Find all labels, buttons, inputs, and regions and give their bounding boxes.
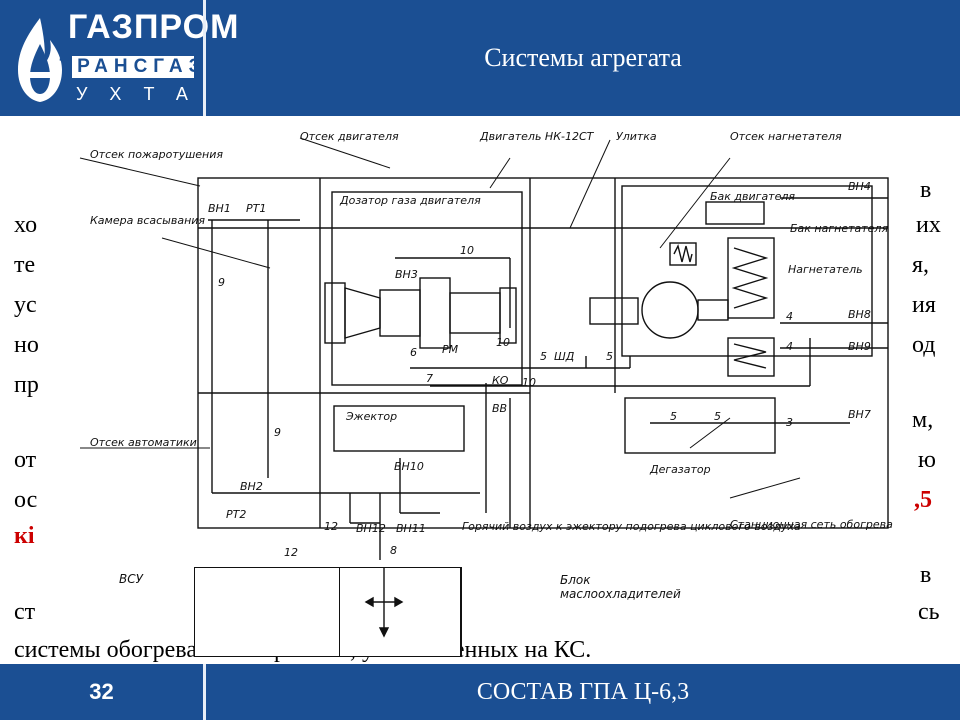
text-fragment: ю bbox=[918, 447, 936, 473]
valve-label: ВН4 bbox=[848, 180, 871, 193]
label-snail: Улитка bbox=[616, 130, 657, 143]
text-fragment: сь bbox=[918, 599, 940, 625]
pipe-number: 5 bbox=[670, 410, 677, 423]
valve-label: РТ2 bbox=[226, 508, 246, 521]
logo-name: ГАЗПРОМ bbox=[68, 8, 240, 46]
label-tank-blower: Бак нагнетателя bbox=[790, 222, 888, 235]
label-tank-engine: Бак двигателя bbox=[710, 190, 795, 203]
valve-label: ВН8 bbox=[848, 308, 871, 321]
text-fragment: я, bbox=[912, 252, 930, 278]
valve-label: ВН1 bbox=[208, 202, 231, 215]
pipe-number: 8 bbox=[390, 544, 397, 557]
header-bar: ГАЗПРОМ ТРАНСГАЗ УХТА Системы агрегата bbox=[0, 0, 960, 116]
label-engine-compartment: Отсек двигателя bbox=[300, 130, 399, 143]
valve-label: ВН12 bbox=[356, 522, 386, 535]
pipe-number: 3 bbox=[786, 416, 793, 429]
pipe-number: 12 bbox=[324, 520, 338, 533]
pipe-number: 5 bbox=[606, 350, 613, 363]
text-fragment: ос bbox=[14, 487, 38, 513]
oil-cooler-box bbox=[339, 567, 461, 657]
valve-label: ВВ bbox=[492, 402, 507, 415]
pipe-number: 4 bbox=[786, 340, 793, 353]
label-degasser: Дегазатор bbox=[649, 463, 711, 476]
text-fragment: ус bbox=[14, 292, 37, 318]
footer-divider bbox=[203, 664, 206, 720]
text-fragment: в bbox=[920, 177, 932, 203]
pipe-number: 9 bbox=[274, 426, 281, 439]
text-fragment: пр bbox=[14, 372, 39, 398]
logo-city: УХТА bbox=[76, 84, 210, 104]
text-fragment: в bbox=[920, 562, 932, 588]
valve-label: ВН11 bbox=[396, 522, 426, 535]
label-intake-chamber: Камера всасывания bbox=[90, 214, 205, 227]
text-fragment: их bbox=[916, 212, 941, 238]
text-fragment: м, bbox=[912, 407, 934, 433]
company-logo: ГАЗПРОМ ТРАНСГАЗ УХТА bbox=[0, 0, 238, 116]
valve-label: РМ bbox=[442, 343, 459, 356]
slide-title: Системы агрегата bbox=[484, 43, 682, 72]
pipe-number: 10 bbox=[496, 336, 510, 349]
gazprom-flame-icon bbox=[18, 18, 62, 102]
text-fragment: ия bbox=[912, 292, 936, 318]
header-divider bbox=[203, 0, 206, 116]
label-hot-air: Горячий воздух к эжектору подогрева цикл… bbox=[462, 520, 801, 533]
pipe-number: 12 bbox=[284, 546, 298, 559]
page-number: 32 bbox=[89, 679, 114, 704]
pipe-number: 6 bbox=[410, 346, 417, 359]
valve-label: КО bbox=[492, 374, 509, 387]
text-fragment: те bbox=[14, 252, 36, 278]
label-blower-compartment: Отсек нагнетателя bbox=[730, 130, 842, 143]
text-fragment: ст bbox=[14, 599, 36, 625]
cross-arrows-icon bbox=[364, 568, 404, 638]
valve-label: РТ1 bbox=[246, 202, 266, 215]
valve-label: ВН7 bbox=[848, 408, 871, 421]
schematic-drawing: Отсек пожаротушения Отсек двигателя Двиг… bbox=[79, 130, 893, 599]
text-fragment: но bbox=[14, 332, 39, 358]
label-blower: Нагнетатель bbox=[788, 263, 863, 276]
valve-label: ШД bbox=[554, 350, 575, 363]
label-oil-cooler: Блок маслоохладителей bbox=[560, 573, 681, 601]
label-ejector: Эжектор bbox=[345, 410, 397, 423]
pipe-number: 10 bbox=[522, 376, 536, 389]
text-fragment: хо bbox=[14, 212, 38, 238]
footer-title: СОСТАВ ГПА Ц-6,3 bbox=[476, 678, 690, 705]
valve-label: ВН2 bbox=[240, 480, 263, 493]
label-fire-compartment: Отсек пожаротушения bbox=[90, 148, 223, 161]
pipe-number: 4 bbox=[786, 310, 793, 323]
footer-bar: 32 СОСТАВ ГПА Ц-6,3 bbox=[0, 664, 960, 720]
label-vsu: ВСУ bbox=[119, 572, 143, 586]
text-fragment: кі bbox=[14, 523, 35, 549]
pipe-number: 9 bbox=[218, 276, 225, 289]
pipe-number: 5 bbox=[540, 350, 547, 363]
valve-label: ВН10 bbox=[394, 460, 424, 473]
text-fragment: од bbox=[912, 332, 936, 358]
text-fragment: от bbox=[14, 447, 37, 473]
pipe-number: 5 bbox=[714, 410, 721, 423]
pipe-number: 10 bbox=[460, 244, 474, 257]
logo-subtitle: ТРАНСГАЗ bbox=[59, 56, 207, 78]
label-station-net: Станционная сеть обогрева bbox=[730, 518, 893, 531]
unit-systems-diagram: Отсек пожаротушения Отсек двигателя Двиг… bbox=[50, 128, 912, 599]
text-fragment: ,5 bbox=[914, 487, 932, 513]
label-gas-dosing: Дозатор газа двигателя bbox=[339, 194, 481, 207]
label-engine: Двигатель НК-12СТ bbox=[479, 130, 595, 143]
valve-label: ВН9 bbox=[848, 340, 871, 353]
label-automation-compartment: Отсек автоматики bbox=[90, 436, 197, 449]
valve-label: ВН3 bbox=[395, 268, 418, 281]
pipe-number: 7 bbox=[426, 372, 433, 385]
